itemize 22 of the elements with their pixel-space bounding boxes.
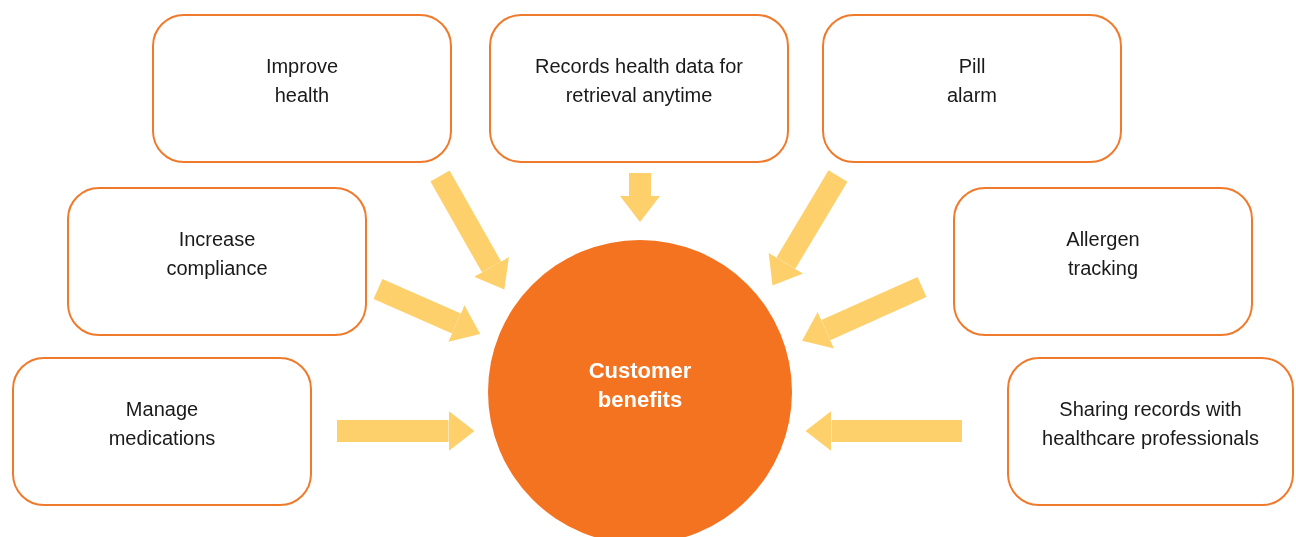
arrow bbox=[620, 173, 660, 222]
benefit-label: Improve health bbox=[264, 54, 340, 108]
benefit-box bbox=[953, 187, 1253, 336]
benefit-label: Pill alarm bbox=[946, 54, 998, 108]
benefit-box bbox=[1007, 357, 1294, 506]
benefit-label: Records health data for retrieval anytime bbox=[534, 54, 744, 108]
arrow bbox=[805, 411, 962, 451]
arrow bbox=[337, 411, 475, 451]
benefit-box bbox=[67, 187, 367, 336]
arrow bbox=[802, 276, 927, 349]
arrow bbox=[373, 278, 481, 342]
benefit-label: Increase compliance bbox=[165, 227, 269, 281]
circle-label: Customer benefits bbox=[587, 357, 693, 414]
benefit-box bbox=[822, 14, 1122, 163]
benefit-label: Allergen tracking bbox=[1065, 227, 1141, 281]
benefit-box bbox=[12, 357, 312, 506]
arrow bbox=[768, 170, 848, 286]
benefit-label: Sharing records with healthcare professionals bbox=[1041, 397, 1260, 451]
arrow bbox=[430, 170, 509, 290]
benefit-box bbox=[489, 14, 789, 163]
benefit-label: Manage medications bbox=[107, 397, 217, 451]
benefit-box bbox=[152, 14, 452, 163]
